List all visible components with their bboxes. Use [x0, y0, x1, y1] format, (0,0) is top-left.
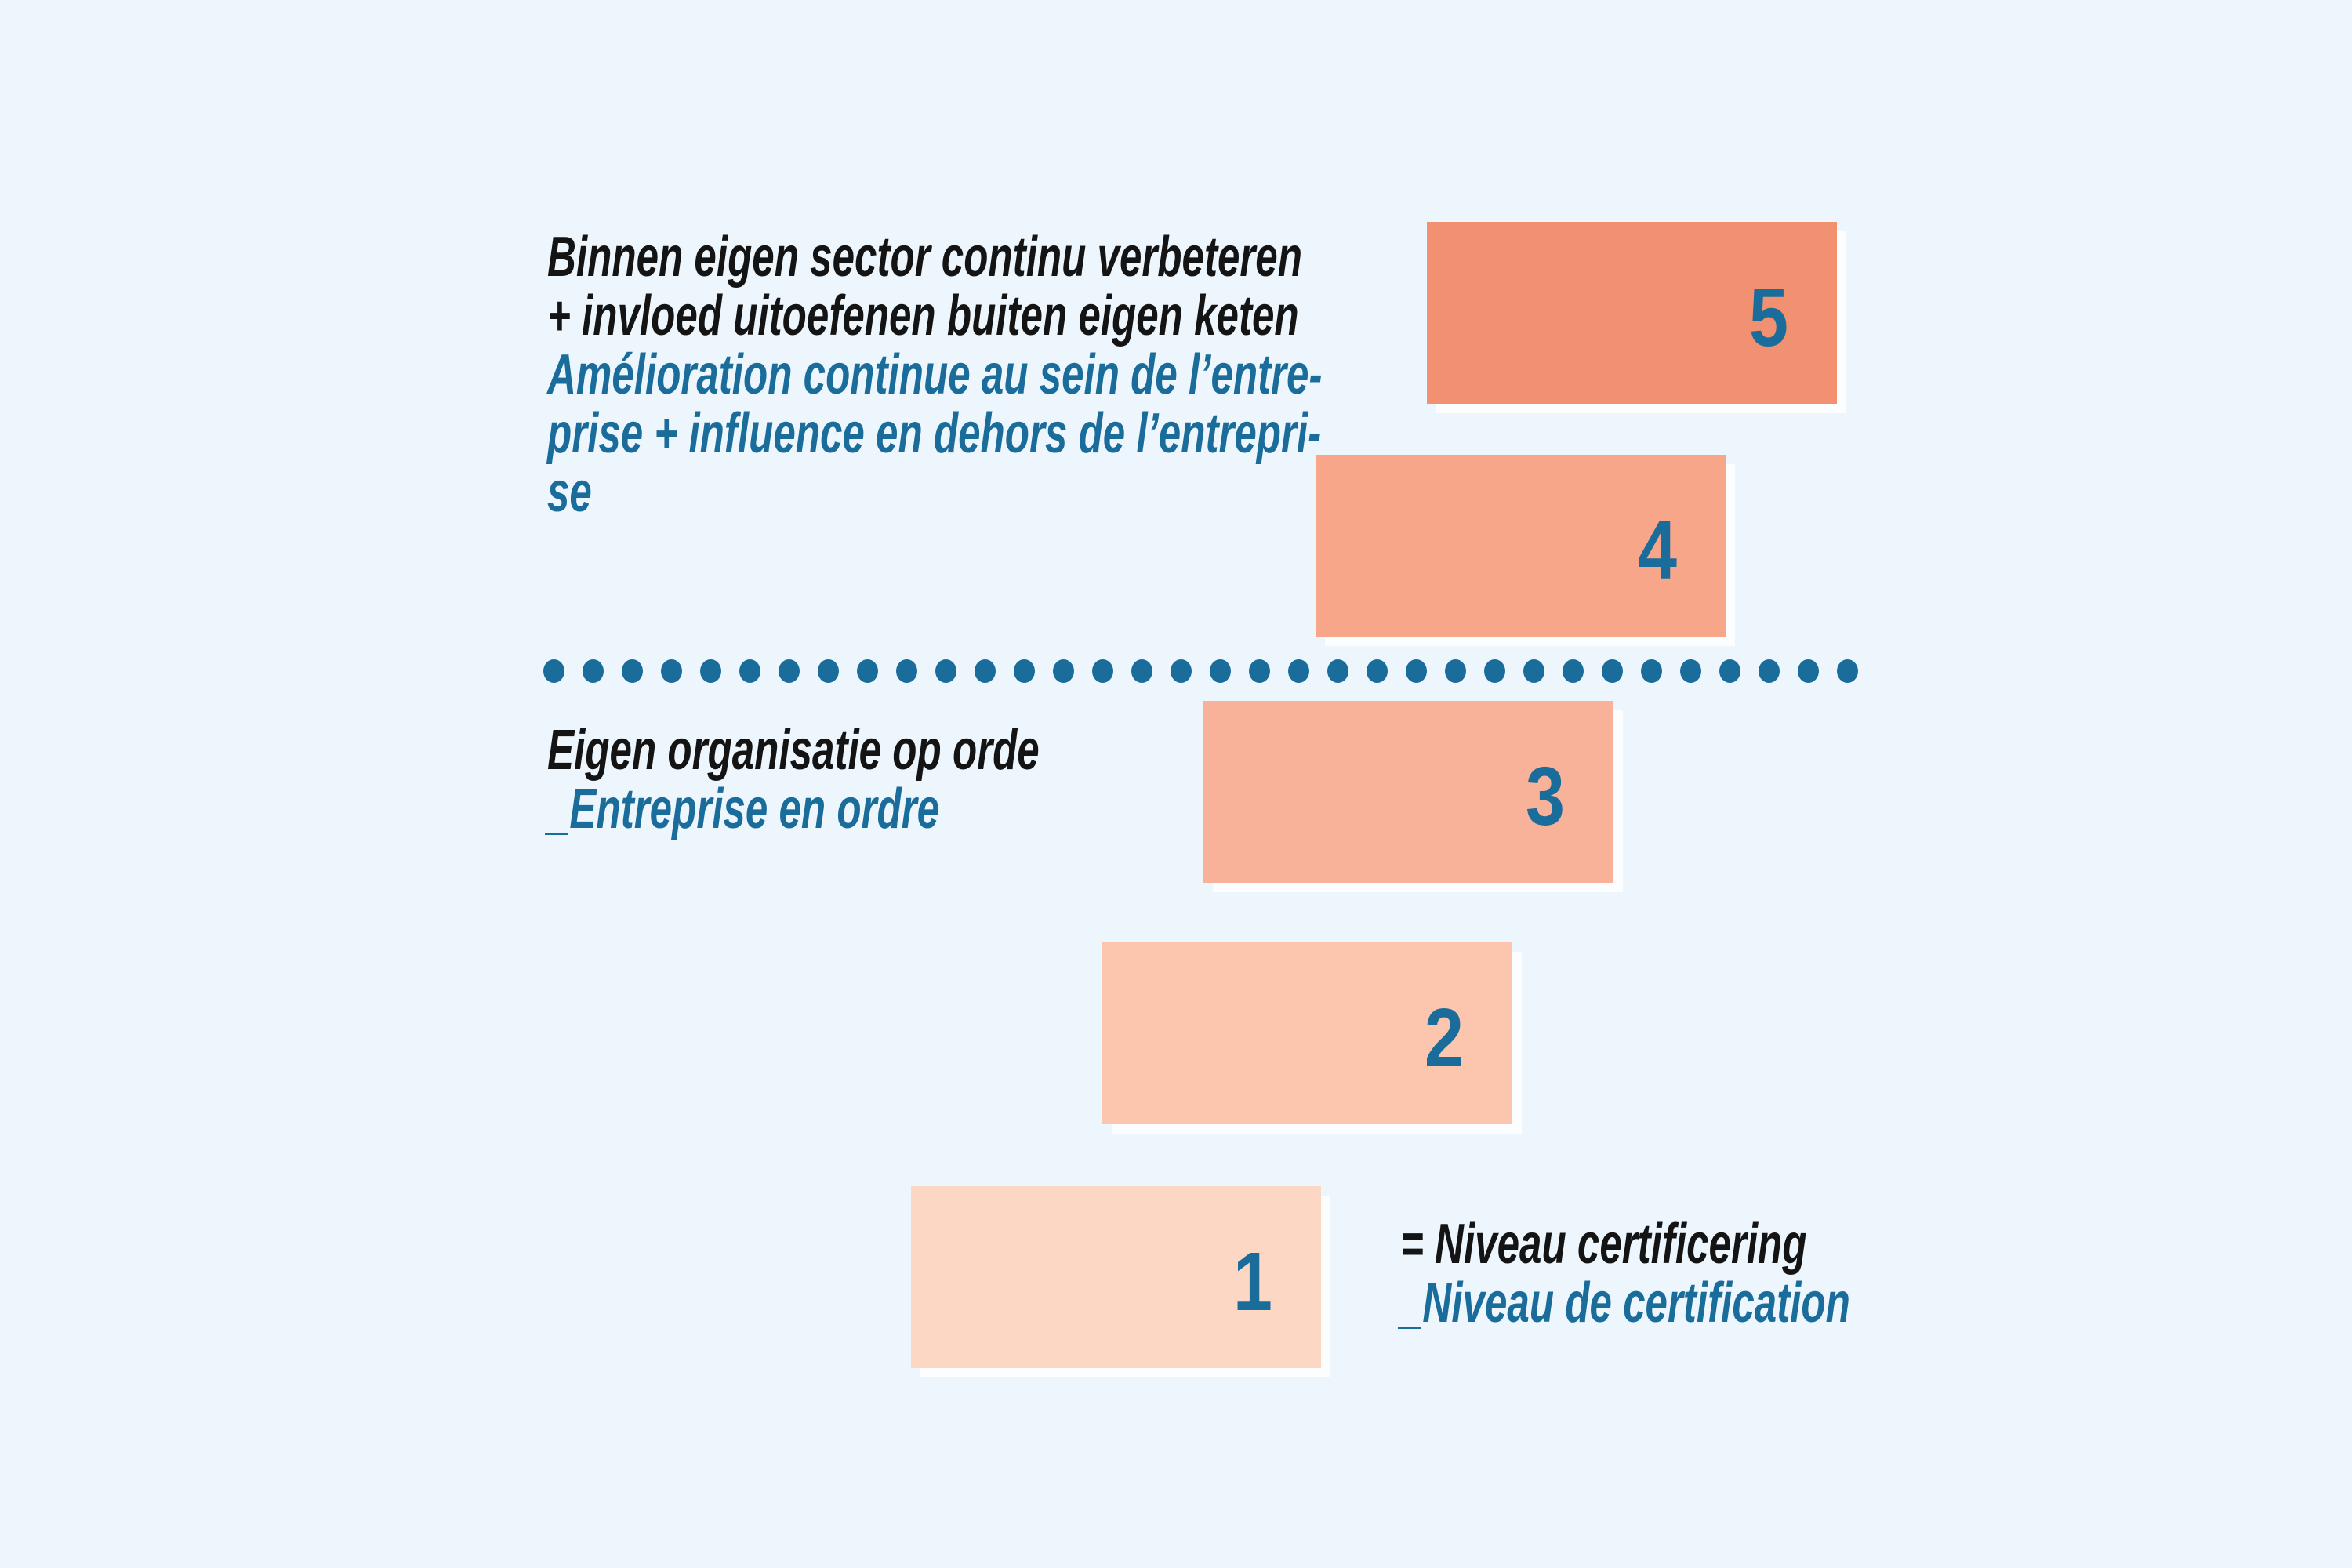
- separator-dot: [935, 659, 956, 683]
- separator-dot: [1523, 659, 1544, 683]
- separator-dot: [1759, 659, 1780, 683]
- level-box-3: 3: [1203, 701, 1613, 883]
- level-box-1: 1: [911, 1186, 1321, 1368]
- level-number-3: 3: [1525, 750, 1565, 843]
- level-box-4: 4: [1316, 455, 1726, 637]
- separator-dot: [700, 659, 721, 683]
- separator-dot: [857, 659, 878, 683]
- separator-dot: [622, 659, 643, 683]
- level-number-4: 4: [1637, 504, 1677, 597]
- separator-dot: [583, 659, 604, 683]
- separator-dot: [975, 659, 996, 683]
- level-box-5: 5: [1427, 222, 1837, 404]
- separator-dot: [1053, 659, 1074, 683]
- middle-caption: Eigen organisatie op orde _Entreprise en…: [547, 721, 1040, 839]
- separator-dot: [1014, 659, 1035, 683]
- separator-dot: [1092, 659, 1113, 683]
- separator-dot: [1171, 659, 1192, 683]
- separator-dot: [896, 659, 917, 683]
- separator-dot: [1288, 659, 1309, 683]
- upper-caption-line-fr-3: se: [547, 461, 592, 524]
- separator-dot: [1563, 659, 1584, 683]
- separator-dot: [1367, 659, 1388, 683]
- separator-dot: [1327, 659, 1348, 683]
- legend-line-nl: = Niveau certificering: [1400, 1213, 1807, 1276]
- upper-caption-line-nl-2: + invloed uitoefenen buiten eigen keten: [547, 285, 1299, 347]
- separator-dot: [1602, 659, 1623, 683]
- middle-caption-line-nl: Eigen organisatie op orde: [547, 719, 1040, 782]
- dotted-separator-line: [543, 659, 1858, 683]
- upper-caption-line-nl-1: Binnen eigen sector continu verbeteren: [547, 226, 1302, 289]
- separator-dot: [779, 659, 800, 683]
- separator-dot: [1406, 659, 1427, 683]
- separator-dot: [661, 659, 682, 683]
- separator-dot: [1680, 659, 1701, 683]
- separator-dot: [1837, 659, 1858, 683]
- level-number-5: 5: [1748, 271, 1788, 364]
- upper-caption-line-fr-2: prise + influence en dehors de l’entrepr…: [547, 402, 1322, 465]
- separator-dot: [818, 659, 839, 683]
- level-number-2: 2: [1424, 992, 1464, 1084]
- separator-dot: [1719, 659, 1740, 683]
- separator-dot: [739, 659, 760, 683]
- level-number-1: 1: [1232, 1236, 1272, 1328]
- separator-dot: [1484, 659, 1505, 683]
- separator-dot: [1249, 659, 1270, 683]
- separator-dot: [543, 659, 564, 683]
- separator-dot: [1445, 659, 1466, 683]
- middle-caption-line-fr: _Entreprise en ordre: [547, 778, 940, 840]
- upper-caption-line-fr-1: Amélioration continue au sein de l’entre…: [547, 343, 1323, 406]
- certification-level-legend: = Niveau certificering _Niveau de certif…: [1400, 1215, 1850, 1333]
- level-box-2: 2: [1102, 942, 1512, 1124]
- separator-dot: [1210, 659, 1231, 683]
- separator-dot: [1641, 659, 1662, 683]
- separator-dot: [1798, 659, 1819, 683]
- upper-caption: Binnen eigen sector continu verbeteren +…: [547, 228, 1322, 522]
- legend-line-fr: _Niveau de certification: [1400, 1272, 1850, 1334]
- separator-dot: [1131, 659, 1152, 683]
